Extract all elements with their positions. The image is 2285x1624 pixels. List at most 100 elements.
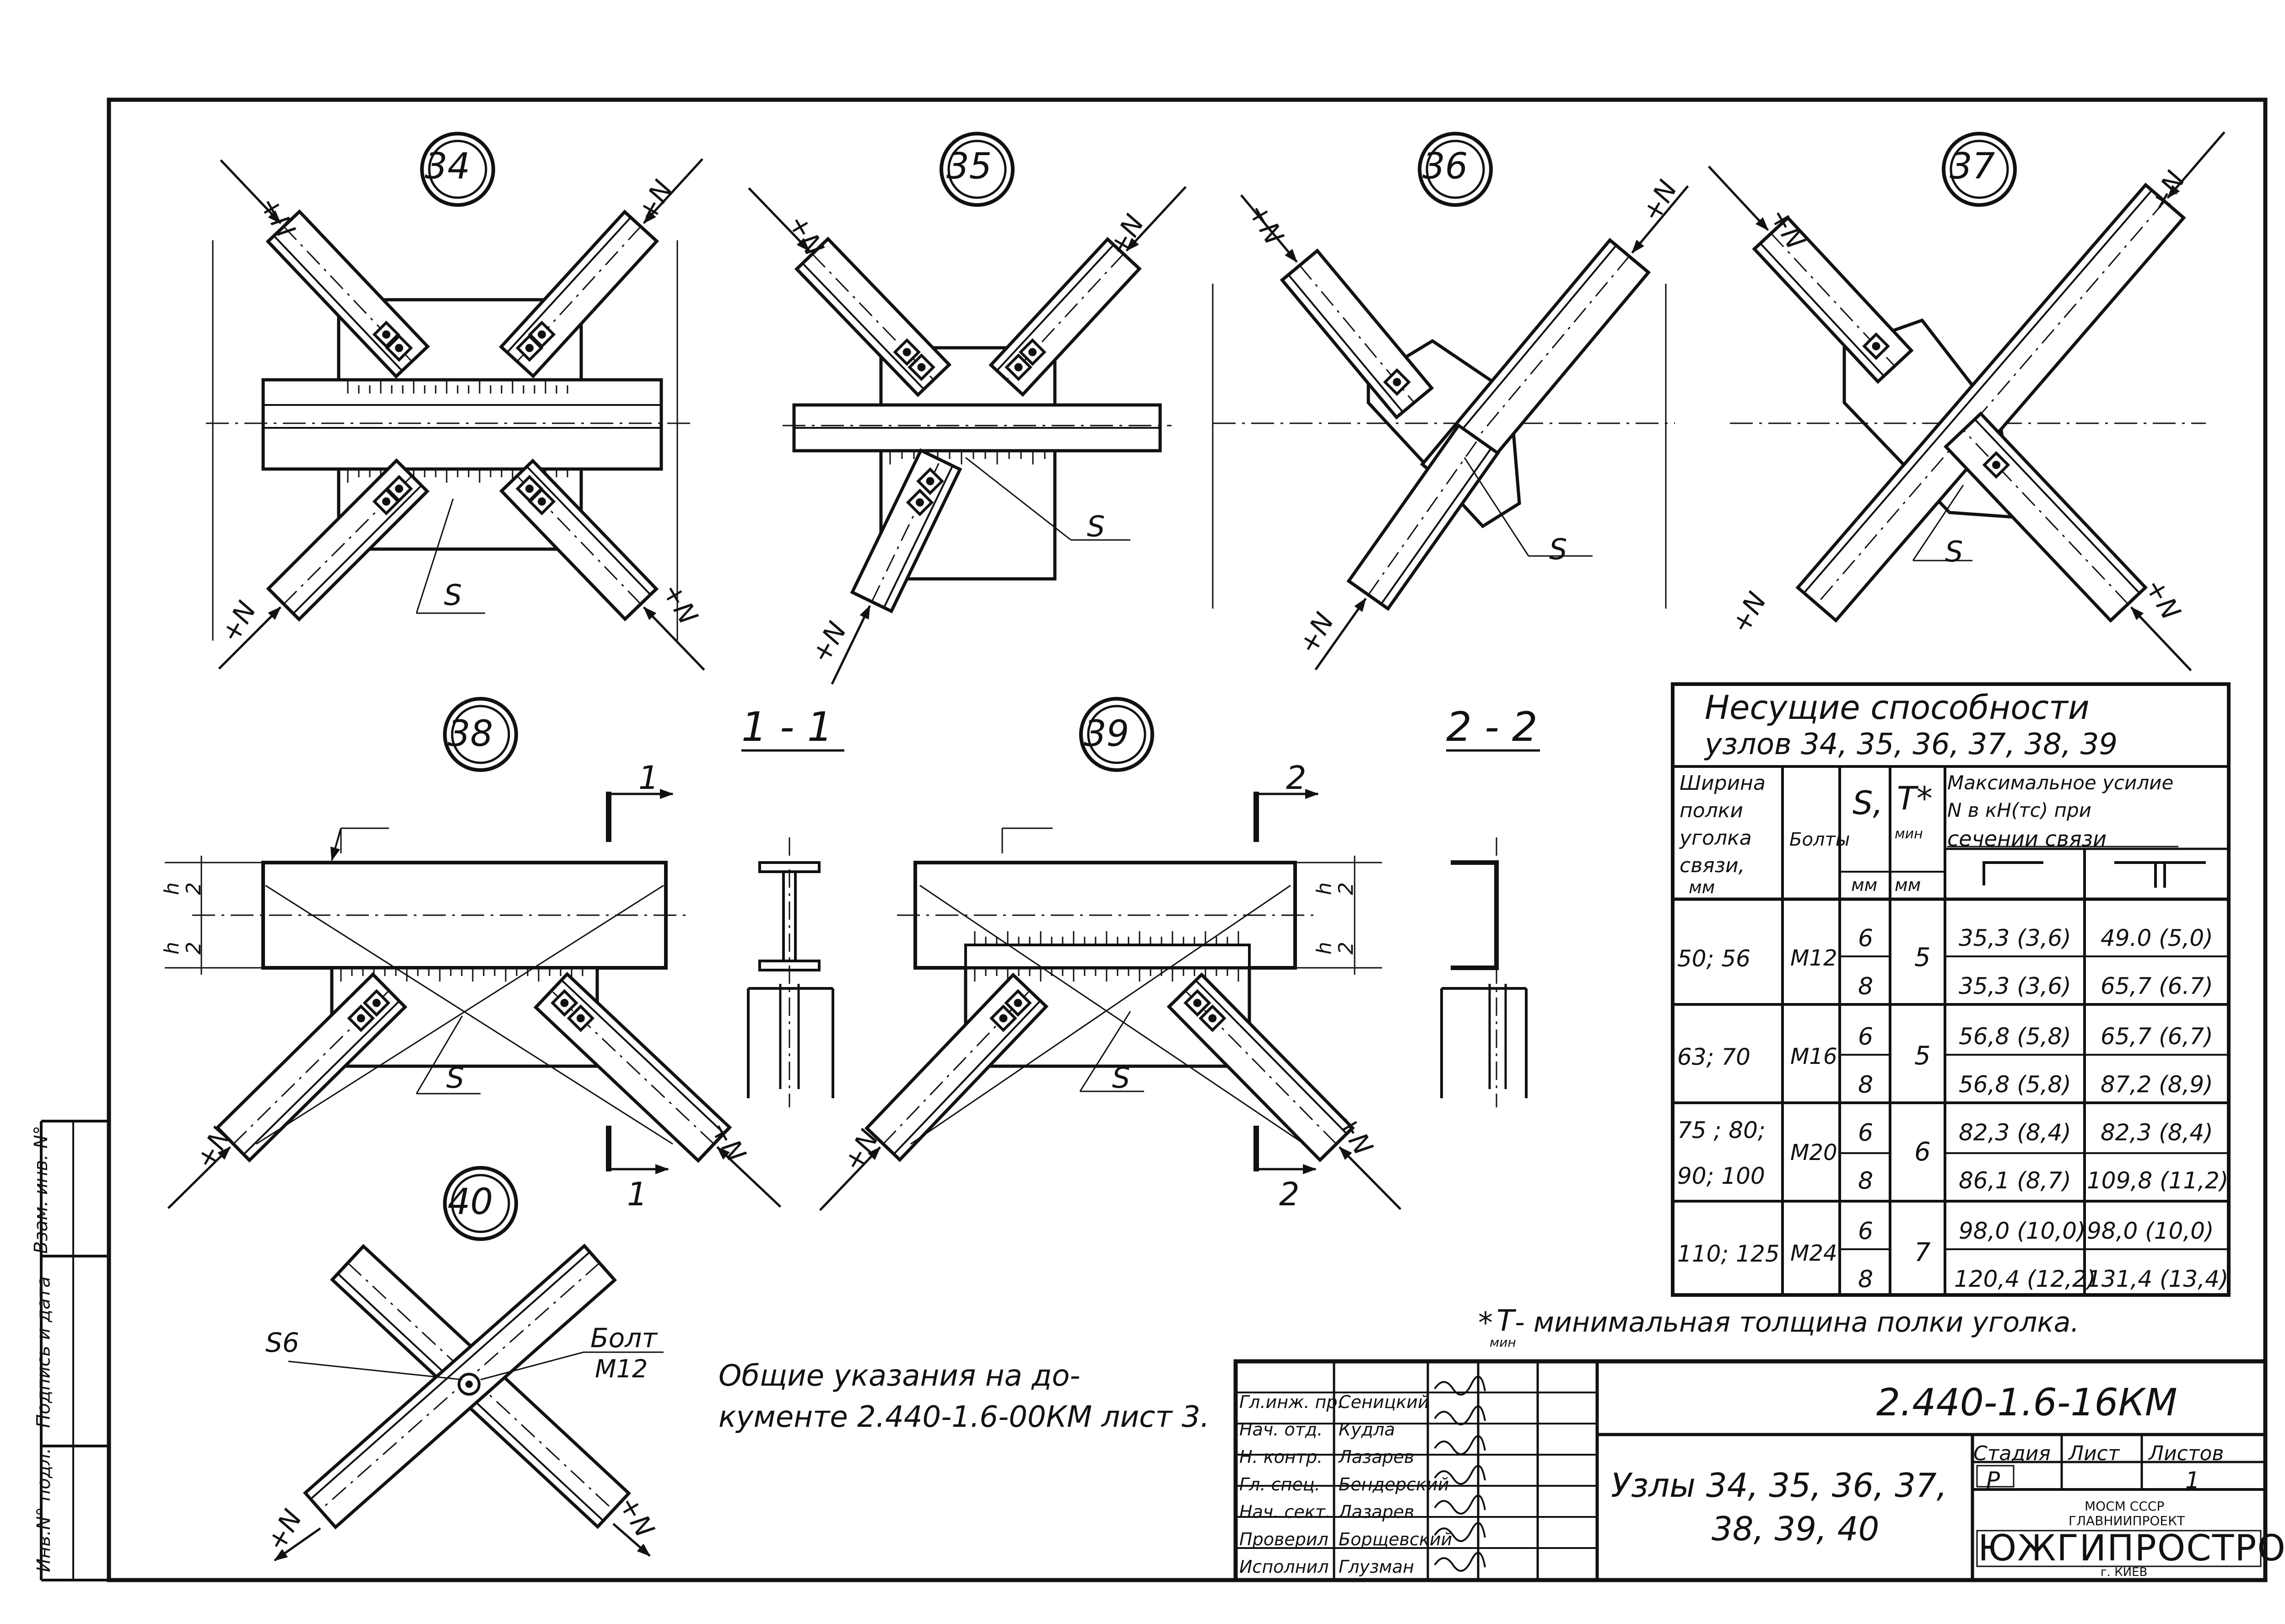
force-arrow-tail (748, 187, 769, 209)
footnote-t: T (1496, 1304, 1515, 1338)
bolt-hole (1872, 342, 1880, 351)
width-110-125: 110; 125 (1677, 1241, 1780, 1267)
force-arrow (238, 606, 281, 650)
leader (416, 498, 454, 614)
node-35 (748, 132, 1187, 685)
force-arrow-tail (1166, 186, 1187, 208)
single-row-1: 35,3 (3,6) (1959, 925, 2071, 951)
table-title-line2: узлов 34, 35, 36, 37, 38, 39 (1705, 728, 2118, 761)
force-arrow-tail (1240, 194, 1260, 217)
force-arrow (767, 207, 810, 252)
bolt-hole (917, 363, 926, 372)
force-arrow-tail (220, 159, 241, 181)
force-arrow-tail (167, 1188, 189, 1209)
signature (1434, 1522, 1486, 1542)
brace-end (1348, 579, 1389, 610)
s-row-2: 8 (1858, 973, 1874, 1000)
header-width-4: связи, (1680, 854, 1745, 877)
general-note-line2: кументе 2.440-1.6-00КМ лист 3. (718, 1400, 1210, 1434)
node-number-38: 38 (448, 713, 493, 755)
h-denominator: 2 (182, 942, 205, 955)
s-row-8: 8 (1858, 1266, 1874, 1293)
stage-label: Стадия (1973, 1442, 2051, 1465)
org-name-frame (1976, 1530, 2262, 1567)
node-number-37: 37 (1950, 146, 1995, 187)
node-number-40: 40 (448, 1182, 493, 1223)
node-37 (1707, 131, 2226, 671)
force-arrow (716, 1146, 762, 1189)
channel (1451, 860, 1499, 970)
footnote-text: - минимальная толщина полки уголка. (1515, 1306, 2080, 1338)
header-width-5: мм (1689, 877, 1715, 897)
s-row-4: 8 (1858, 1071, 1874, 1099)
h-label: h (1312, 942, 1336, 955)
sheets-label: Листов (2149, 1442, 2224, 1465)
node-38 (165, 697, 782, 1209)
header-width-3: уголка (1680, 826, 1752, 850)
staff-name: Бендерский (1339, 1474, 1449, 1495)
gusset-top (964, 944, 1251, 969)
single-row-3: 56,8 (5,8) (1959, 1023, 2071, 1050)
org-line1: МОСМ СССР (2085, 1499, 2165, 1514)
h-label: h (160, 882, 184, 895)
node40-bolt-size: M12 (595, 1354, 648, 1383)
double-row-5: 82,3 (8,4) (2101, 1119, 2213, 1146)
header-width-1: Ширина (1680, 772, 1766, 795)
brace-end (697, 1126, 731, 1162)
signature (1434, 1465, 1486, 1485)
force-arrow-tail (1707, 165, 1729, 188)
node40-bolt-label: Болт (590, 1322, 658, 1354)
bolt-hole (465, 1381, 473, 1388)
force-arrow (1726, 185, 1769, 231)
brace-flange-line (1380, 448, 1492, 605)
brace-flange-line (1803, 189, 2153, 594)
brace-end (624, 588, 658, 620)
brace-flange-line (273, 235, 403, 372)
bolt-hole (1208, 1014, 1217, 1023)
brace-flange-line (561, 979, 725, 1134)
h-label: h (160, 942, 184, 955)
brace-flange-line (1195, 980, 1348, 1134)
bolt-hole (576, 1014, 585, 1023)
bolt-hole (357, 1014, 365, 1023)
double-row-2: 65,7 (6.7) (2101, 973, 2213, 999)
section-title-1-1: 1 - 1 (741, 703, 833, 750)
bolt-m16: M16 (1790, 1044, 1837, 1069)
single-row-5: 82,3 (8,4) (1959, 1119, 2071, 1146)
brace-end (331, 1245, 365, 1281)
header-width-2: полки (1680, 799, 1743, 822)
side-stamp-inv: Инв.N° подл. (33, 1448, 54, 1572)
bolt-m12: M12 (1790, 945, 1837, 971)
drawing-title-line2: 38, 39, 40 (1712, 1510, 1880, 1548)
bolt-hole (538, 497, 546, 506)
force-arrow (238, 179, 281, 224)
signature (1434, 1495, 1486, 1515)
double-row-4: 87,2 (8,9) (2101, 1071, 2213, 1098)
brace-axis (1816, 201, 2166, 604)
signature (1434, 1435, 1486, 1455)
node-34 (206, 132, 705, 671)
h-label: h (1312, 882, 1336, 895)
brace-end (623, 210, 658, 243)
node-number-36: 36 (1422, 146, 1468, 187)
leader (480, 1351, 584, 1381)
force-arrow-tail (760, 1187, 782, 1208)
header-t-sub: мин (1895, 826, 1923, 842)
single-row-4: 56,8 (5,8) (1959, 1071, 2071, 1098)
width-75-80: 75 ; 80; (1677, 1117, 1766, 1144)
brace-end (1753, 216, 1789, 250)
cut-number-1-bottom: 1 (627, 1176, 648, 1213)
bolt-hole (926, 477, 935, 486)
staff-role: Нач. отд. (1239, 1419, 1323, 1440)
footnote-star: * (1478, 1306, 1493, 1340)
staff-name: Сеницкий (1339, 1392, 1429, 1412)
construction-line (265, 885, 673, 1145)
bolt-hole (902, 348, 911, 356)
brace-flange-line (996, 244, 1114, 372)
bolt-hole (1028, 348, 1037, 356)
single-row-6: 86,1 (8,7) (1959, 1167, 2071, 1194)
brace-flange-line (802, 263, 925, 390)
plate-label-36: S (1549, 533, 1567, 566)
brace-end (851, 591, 892, 613)
plate-label-35: S (1087, 510, 1105, 543)
